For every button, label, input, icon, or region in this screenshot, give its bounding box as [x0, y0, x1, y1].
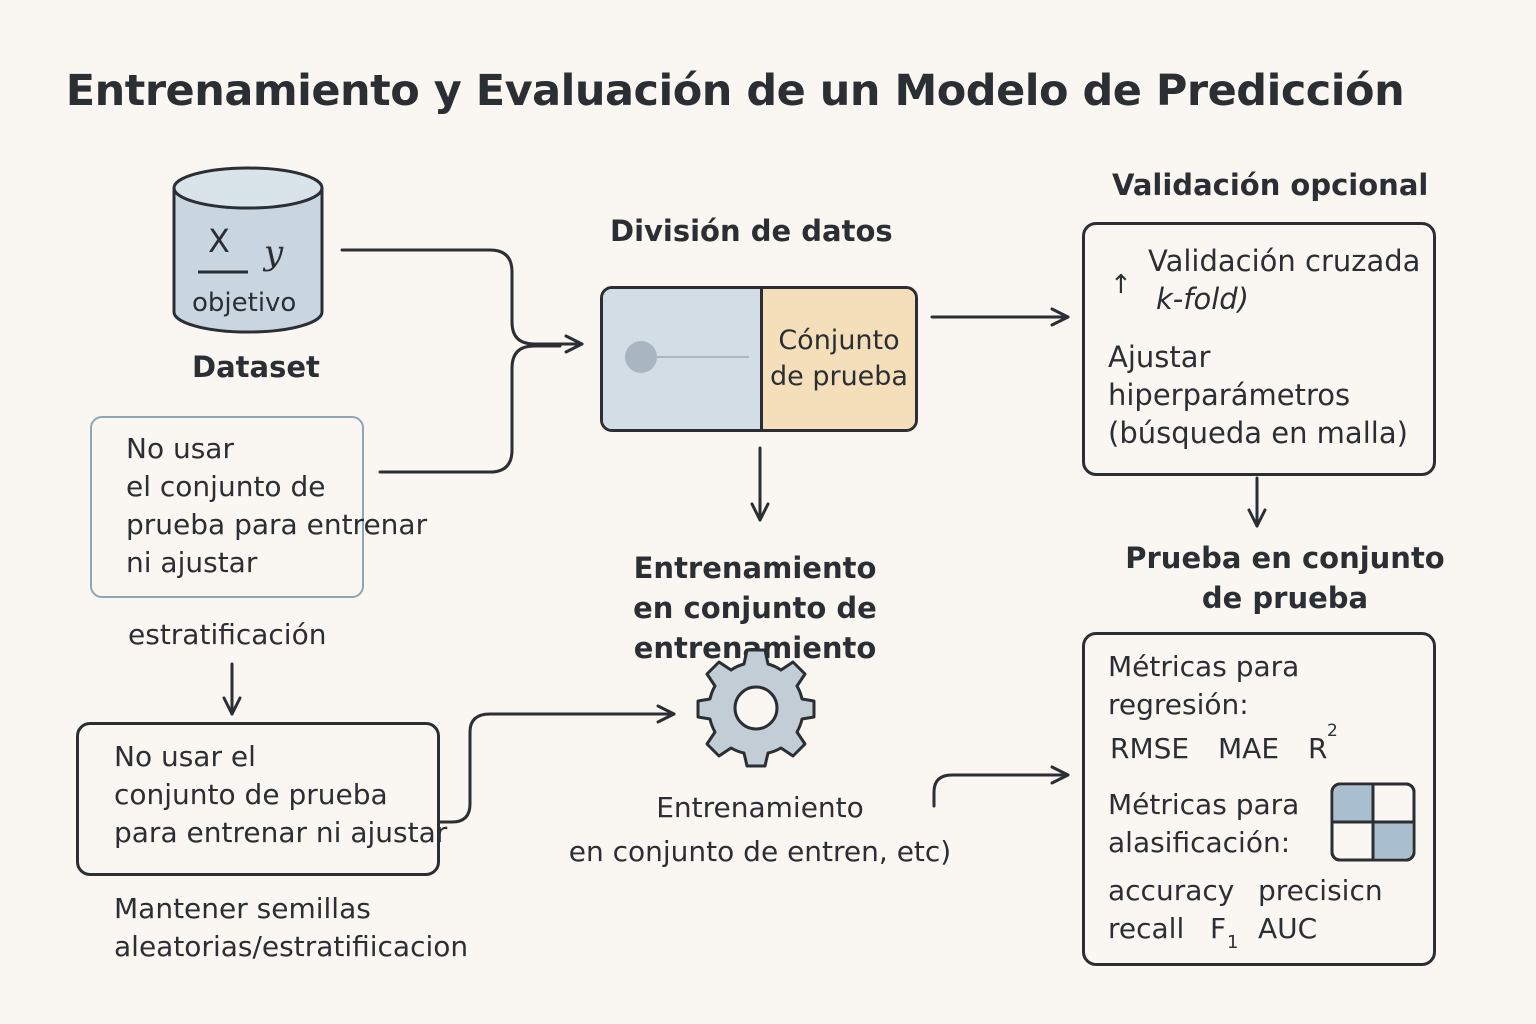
arrow-warning-to-split	[378, 344, 562, 474]
tuning-line: Ajustar	[1108, 340, 1211, 374]
test-heading-line: Prueba en conjunto	[1125, 541, 1445, 575]
warning-line: prueba para entrenar	[126, 508, 428, 541]
metric-mae: MAE	[1218, 732, 1280, 765]
metrics-box	[1082, 632, 1436, 966]
warning-line: ni ajustar	[126, 546, 258, 579]
test-segment-line: Cónjunto	[778, 325, 900, 356]
regression-label-line: regresión:	[1108, 688, 1249, 721]
warning-line: para entrenar ni ajustar	[114, 816, 448, 849]
confusion-matrix-icon	[1330, 782, 1416, 862]
seeds-note: Mantener semillas aleatorias/estratifiic…	[114, 890, 468, 966]
metric-accuracy: accuracy	[1108, 874, 1235, 907]
up-arrow-icon: ↑	[1110, 270, 1132, 300]
seeds-line: Mantener semillas	[114, 892, 371, 925]
dataset-target-label: objetivo	[192, 288, 297, 318]
metric-r2: R	[1308, 732, 1328, 765]
metric-f1: F	[1210, 912, 1227, 945]
slider-track	[657, 356, 749, 358]
cv-line: Validación cruzada	[1148, 244, 1421, 278]
arrow-training-to-metrics	[932, 765, 1070, 808]
classification-label-line: alasificación:	[1108, 826, 1291, 859]
test-heading: Prueba en conjunto de prueba	[1120, 538, 1450, 618]
metric-recall: recall	[1108, 912, 1185, 945]
dataset-caption: Dataset	[192, 350, 320, 384]
warning-box-bottom	[76, 722, 440, 876]
training-caption: Entrenamiento en conjunto de entren, etc…	[560, 786, 960, 874]
training-heading: Entrenamiento en conjunto de entrenamien…	[520, 548, 990, 668]
cv-line: k-fold)	[1156, 282, 1249, 316]
metric-rmse: RMSE	[1110, 732, 1190, 765]
arrow-dataset-to-split	[340, 248, 584, 354]
dataset-x-label: X	[208, 222, 230, 260]
warning-line: conjunto de prueba	[114, 778, 388, 811]
classification-label-line: Métricas para	[1108, 788, 1300, 821]
warning-line: No usar el	[114, 740, 256, 773]
database-icon	[172, 166, 324, 334]
test-heading-line: de prueba	[1201, 581, 1369, 615]
warning-line: el conjunto de	[126, 470, 326, 503]
training-caption-line: Entrenamiento	[656, 791, 864, 824]
validation-box	[1082, 222, 1436, 476]
tuning-text: Ajustar hiperparámetros (búsqueda en mal…	[1108, 338, 1408, 452]
test-segment-line: de prueba	[770, 361, 908, 392]
training-caption-line: en conjunto de entren, etc)	[568, 835, 952, 868]
metric-r2-superscript: 2	[1327, 721, 1338, 741]
gear-icon	[696, 648, 816, 768]
page-title: Entrenamiento y Evaluación de un Modelo …	[65, 66, 1405, 116]
warning-box-top-text: No usar el conjunto de prueba para entre…	[126, 430, 427, 582]
regression-label: Métricas para regresión:	[1108, 648, 1299, 724]
seeds-line: aleatorias/estratifiicacion	[114, 930, 469, 963]
warning-line: No usar	[126, 432, 234, 465]
tuning-line: hiperparámetros	[1108, 378, 1351, 412]
stratification-label: estratificación	[128, 618, 327, 651]
metric-f1-subscript: 1	[1227, 932, 1239, 953]
dataset-y-label: y	[264, 233, 284, 273]
metric-precision: precisicn	[1258, 874, 1383, 907]
tuning-line: (búsqueda en malla)	[1108, 416, 1408, 450]
training-heading-line: Entrenamiento	[633, 551, 877, 585]
test-segment: Cónjunto de prueba	[763, 289, 915, 429]
metric-auc: AUC	[1258, 912, 1318, 945]
warning-box-top	[90, 416, 364, 598]
regression-label-line: Métricas para	[1108, 650, 1300, 683]
split-heading: División de datos	[610, 214, 893, 248]
classification-label: Métricas para alasificación:	[1108, 786, 1299, 862]
slider-knob-icon	[625, 341, 657, 373]
arrow-box-to-gear	[438, 704, 676, 824]
split-bar: Cónjunto de prueba	[600, 286, 918, 432]
training-heading-line: en conjunto de entrenamiento	[633, 591, 877, 665]
validation-heading: Validación opcional	[1112, 168, 1429, 202]
warning-box-bottom-text: No usar el conjunto de prueba para entre…	[114, 738, 447, 852]
train-segment	[603, 289, 763, 429]
